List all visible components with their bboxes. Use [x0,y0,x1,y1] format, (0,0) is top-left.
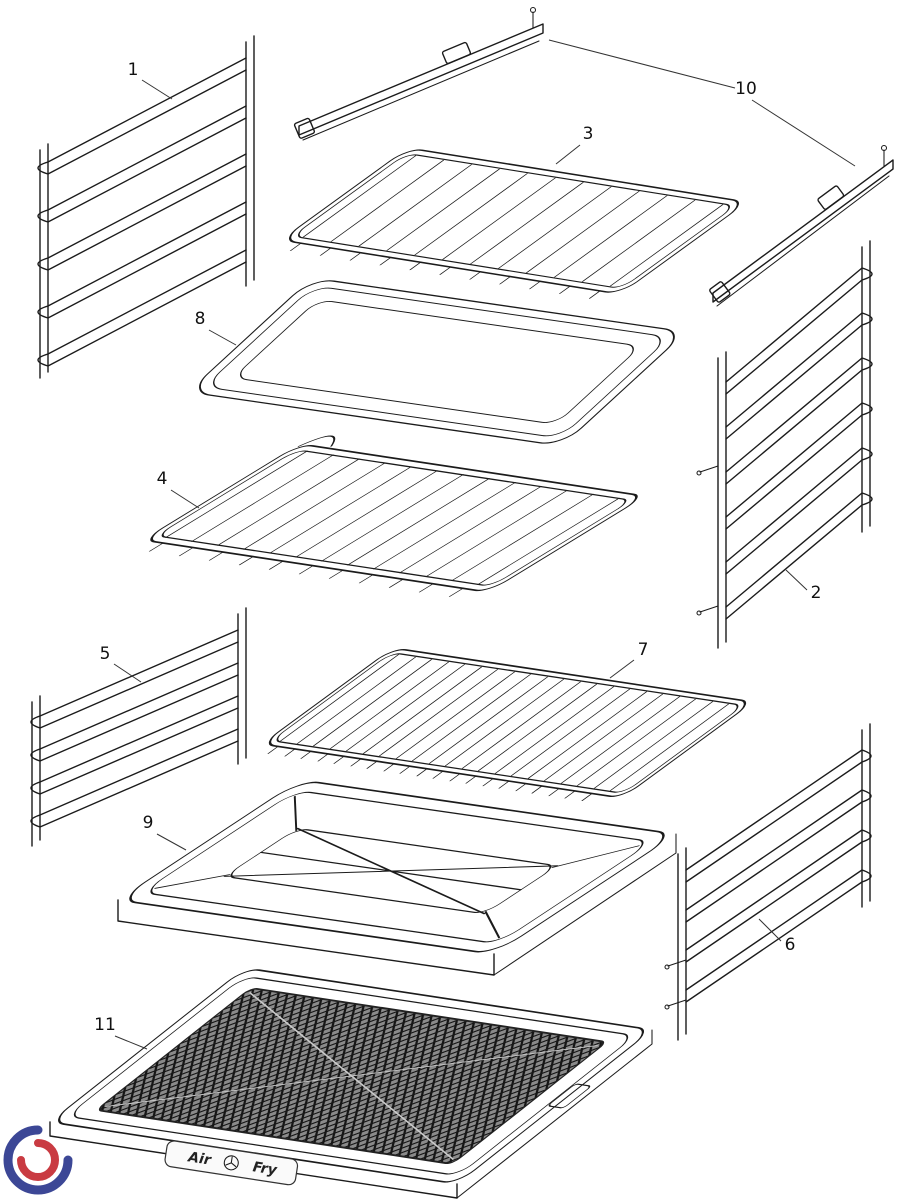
part-10-slide-rail-lower [709,144,894,307]
air-fry-badge: Air Fry [164,1140,299,1186]
fan-icon [223,1155,239,1171]
part-1-side-rack-guide [37,35,255,379]
part-2-side-rack-guide [696,240,873,649]
callout-2: 2 [811,583,822,603]
leader-line-1 [141,79,173,100]
leader-line-10a [548,39,736,89]
leader-line-10b [751,99,856,167]
leader-line-9 [156,833,187,851]
part-9-broiler-pan [117,781,677,976]
watermark-blue-swirl [3,1125,73,1195]
callout-1: 1 [128,60,139,80]
leader-line-4 [170,489,200,509]
callout-5: 5 [100,644,111,664]
watermark-red-swirl [17,1139,59,1181]
callout-4: 4 [157,469,168,489]
callout-10: 10 [735,79,757,99]
part-5-side-rack-guide [30,607,247,847]
callout-labels: 1 2 3 4 5 6 7 8 9 10 11 [94,39,856,1050]
part-4-oven-rack [148,435,638,597]
part-8-baking-tray [199,280,675,444]
callout-11: 11 [94,1015,116,1035]
leader-line-2 [785,569,808,591]
fry-label: Fry [252,1159,279,1179]
leader-line-7 [609,659,635,679]
callout-6: 6 [785,935,796,955]
part-7-grill-rack [267,648,747,802]
leader-line-8 [208,329,237,346]
callout-9: 9 [143,813,154,833]
leader-line-11 [114,1035,148,1050]
part-11-air-fry-tray: Air Fry [49,969,653,1199]
watermark-logo [3,1125,73,1195]
leader-line-3 [555,144,581,165]
leader-line-6 [758,918,782,942]
leader-line-5 [113,663,142,683]
air-label: Air [186,1149,213,1169]
part-3-oven-rack [289,149,739,299]
part-6-side-rack-guide [664,723,872,1041]
part-10-slide-rail-upper [293,6,544,141]
callout-7: 7 [638,640,649,660]
callout-3: 3 [583,124,594,144]
callout-8: 8 [195,309,206,329]
